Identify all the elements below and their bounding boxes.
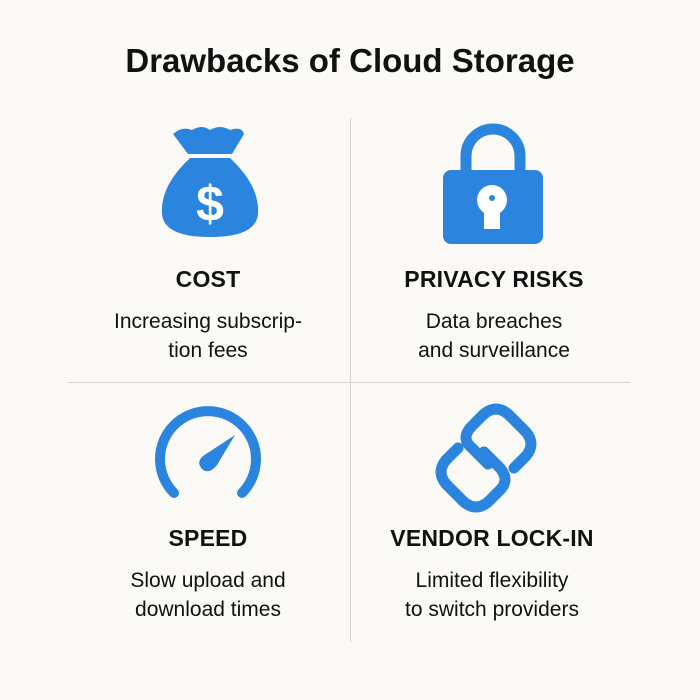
- description-line: Limited flexibility: [415, 569, 569, 592]
- description-line: Increasing subscrip-: [114, 310, 302, 333]
- card-speed: SPEED Slow upload and download times: [58, 525, 358, 624]
- speedometer-icon: [155, 406, 261, 498]
- card-heading: COST: [175, 266, 241, 292]
- description-line: and surveillance: [418, 339, 570, 362]
- description-line: Slow upload and: [130, 569, 286, 592]
- card-description: Limited flexibility to switch providers: [342, 566, 642, 624]
- page-title: Drawbacks of Cloud Storage: [125, 42, 575, 79]
- description-line: download times: [135, 598, 281, 621]
- horizontal-divider: [68, 382, 630, 383]
- card-vendor-lock-in: VENDOR LOCK-IN Limited flexibility to sw…: [342, 525, 642, 624]
- card-heading: VENDOR LOCK-IN: [390, 525, 594, 551]
- card-description: Increasing subscrip- tion fees: [58, 307, 358, 365]
- description-line: to switch providers: [405, 598, 579, 621]
- card-description: Data breaches and surveillance: [344, 307, 644, 365]
- card-heading: SPEED: [168, 525, 248, 551]
- description-line: Data breaches: [425, 310, 563, 333]
- card-description: Slow upload and download times: [58, 566, 358, 624]
- svg-text:$: $: [196, 176, 224, 232]
- vertical-divider: [350, 118, 351, 642]
- card-privacy-risks: PRIVACY RISKS Data breaches and surveill…: [344, 266, 644, 365]
- card-heading: PRIVACY RISKS: [404, 266, 584, 292]
- chain-link-icon: [435, 403, 537, 513]
- description-line: tion fees: [168, 339, 248, 362]
- card-cost: COST Increasing subscrip- tion fees: [58, 266, 358, 365]
- padlock-icon: [443, 123, 543, 244]
- money-bag-icon: $: [161, 127, 259, 237]
